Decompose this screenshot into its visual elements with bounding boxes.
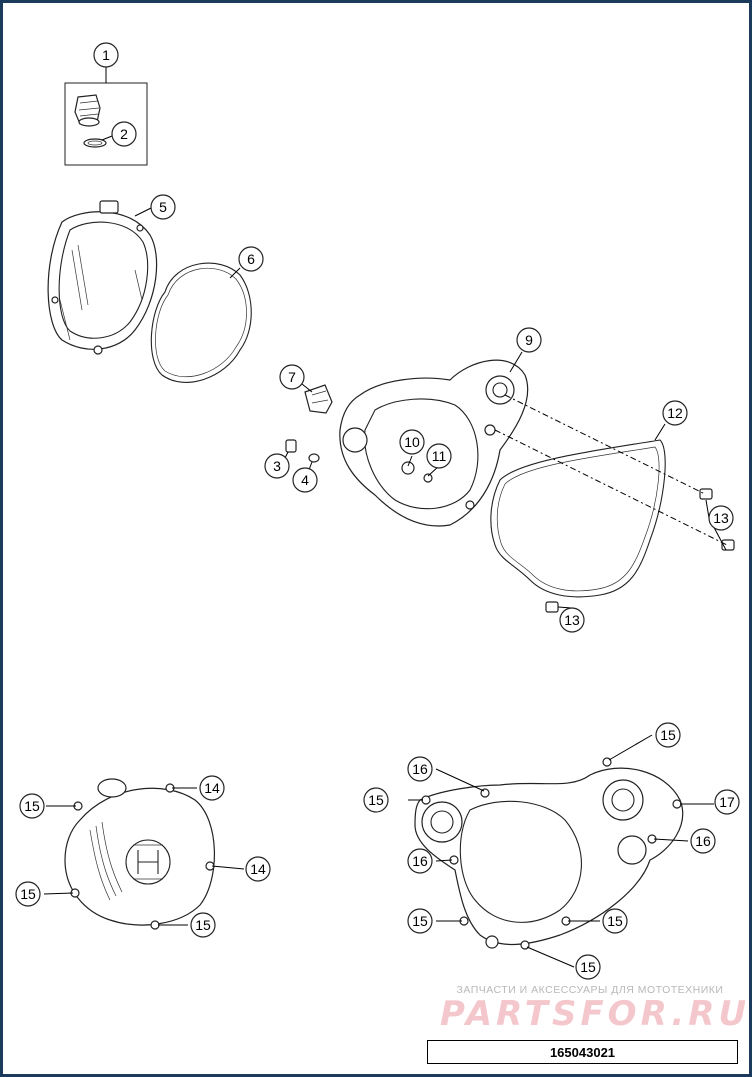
callout-17: 17 bbox=[714, 789, 740, 815]
callout-15g: 15 bbox=[602, 908, 628, 934]
callout-15f: 15 bbox=[407, 908, 433, 934]
callout-16c: 16 bbox=[690, 828, 716, 854]
callout-5: 5 bbox=[150, 194, 176, 220]
diagram-code: 165043021 bbox=[549, 1044, 616, 1060]
callout-15e: 15 bbox=[363, 787, 389, 813]
callout-13b-label: 13 bbox=[564, 612, 580, 628]
diagram-code-box: 165043021 bbox=[427, 1040, 738, 1064]
callout-14b-label: 14 bbox=[250, 861, 266, 877]
callout-15d-label: 15 bbox=[660, 727, 676, 743]
watermark-brand: PARTSFOR.RU bbox=[440, 994, 751, 1034]
callout-13b: 13 bbox=[559, 607, 585, 633]
callout-10-label: 10 bbox=[404, 434, 420, 450]
callout-15h-label: 15 bbox=[580, 959, 596, 975]
callout-3: 3 bbox=[264, 453, 290, 479]
callout-15b: 15 bbox=[15, 881, 41, 907]
callout-9: 9 bbox=[516, 327, 542, 353]
callout-1: 1 bbox=[93, 42, 119, 68]
callout-10: 10 bbox=[399, 429, 425, 455]
callout-1-label: 1 bbox=[102, 47, 110, 63]
callout-16a-label: 16 bbox=[412, 761, 428, 777]
watermark-tagline: ЗАПЧАСТИ И АКСЕССУАРЫ ДЛЯ МОТОТЕХНИКИ bbox=[456, 984, 724, 996]
oil-plug-kit bbox=[64, 82, 148, 166]
callout-17-label: 17 bbox=[719, 794, 735, 810]
callout-15b-label: 15 bbox=[20, 886, 36, 902]
callout-12: 12 bbox=[662, 400, 688, 426]
callout-15a: 15 bbox=[19, 793, 45, 819]
cover-gasket bbox=[490, 439, 666, 598]
callout-15g-label: 15 bbox=[607, 913, 623, 929]
callout-16b: 16 bbox=[407, 848, 433, 874]
callout-16c-label: 16 bbox=[695, 833, 711, 849]
clutch-cover-outer bbox=[64, 778, 215, 930]
callout-2-label: 2 bbox=[120, 126, 128, 142]
clutch-cover bbox=[47, 200, 158, 355]
callout-15d: 15 bbox=[655, 722, 681, 748]
callout-12-label: 12 bbox=[667, 405, 683, 421]
callout-7: 7 bbox=[279, 364, 305, 390]
callout-14a-label: 14 bbox=[204, 780, 220, 796]
callout-7-label: 7 bbox=[288, 369, 296, 385]
callout-15c-label: 15 bbox=[195, 917, 211, 933]
inner-clutch-cover bbox=[339, 359, 529, 527]
callout-14b: 14 bbox=[245, 856, 271, 882]
callout-4: 4 bbox=[292, 467, 318, 493]
callout-9-label: 9 bbox=[525, 332, 533, 348]
callout-11-label: 11 bbox=[432, 448, 447, 464]
callout-2: 2 bbox=[111, 121, 137, 147]
callout-4-label: 4 bbox=[301, 472, 309, 488]
callout-5-label: 5 bbox=[159, 199, 167, 215]
callouts: 1 2 3 4 5 6 7 9 10 11 12 13 13 14 14 15 … bbox=[15, 42, 740, 980]
callout-15a-label: 15 bbox=[24, 798, 40, 814]
inner-cover-assembled bbox=[414, 757, 684, 950]
clutch-cover-gasket bbox=[150, 262, 252, 383]
callout-15e-label: 15 bbox=[368, 792, 384, 808]
callout-14a: 14 bbox=[199, 775, 225, 801]
watermark: ЗАПЧАСТИ И АКСЕССУАРЫ ДЛЯ МОТОТЕХНИКИ PA… bbox=[440, 984, 751, 1034]
callout-13a-label: 13 bbox=[713, 510, 729, 526]
callout-15c: 15 bbox=[190, 912, 216, 938]
callout-11: 11 bbox=[426, 443, 452, 469]
callout-6-label: 6 bbox=[247, 251, 255, 267]
callout-3-label: 3 bbox=[273, 458, 281, 474]
callout-16b-label: 16 bbox=[412, 853, 428, 869]
plug-screw-and-washer bbox=[285, 439, 320, 463]
callout-15h: 15 bbox=[575, 954, 601, 980]
callout-15f-label: 15 bbox=[412, 913, 428, 929]
callout-13a: 13 bbox=[708, 505, 734, 531]
callout-6: 6 bbox=[238, 246, 264, 272]
callout-16a: 16 bbox=[407, 756, 433, 782]
